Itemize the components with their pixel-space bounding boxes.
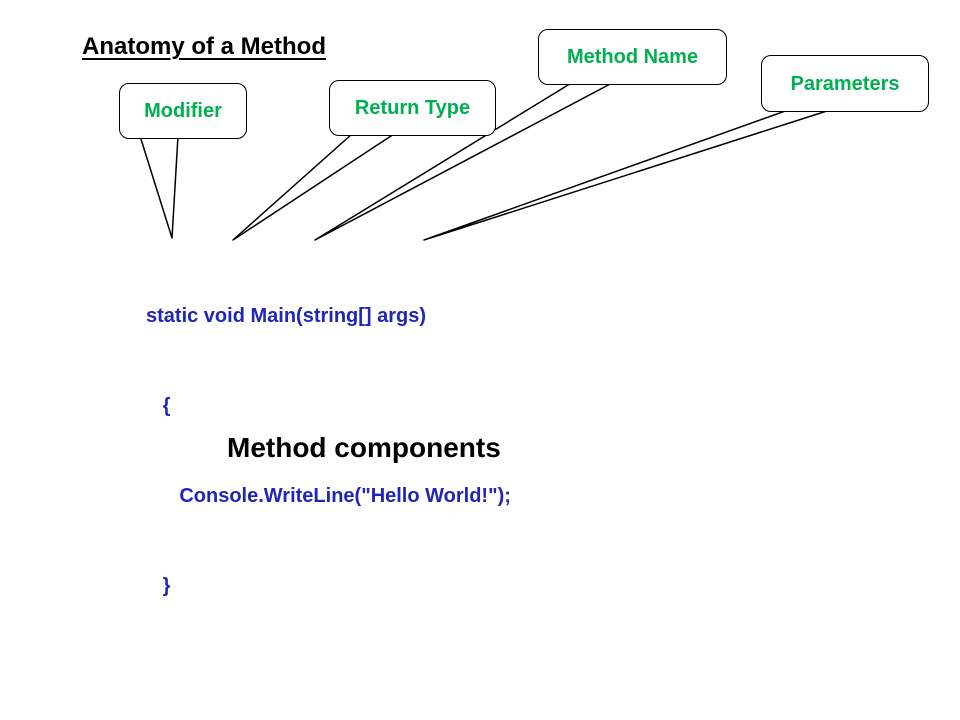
code-line-signature: static void Main(string[] args) [146,305,427,327]
parameters-callout: Parameters [761,55,929,112]
parameters-label: Parameters [790,72,900,95]
modifier-pointer [139,135,179,239]
method-name-callout: Method Name [538,29,727,85]
caption: Method components [227,432,501,463]
return-type-callout: Return Type [329,80,496,136]
return-type-pointer [232,133,395,241]
return-type-label: Return Type [354,97,471,119]
modifier-callout: Modifier [119,83,247,139]
method-name-label: Method Name [566,46,699,68]
code-line-close-brace: } [146,575,171,597]
code-line-open-brace: { [146,395,171,417]
slide-title: Anatomy of a Method [82,33,326,60]
code-block: static void Main(string[] args) { Consol… [146,241,511,661]
code-line-statement: Console.WriteLine("Hello World!"); [146,485,511,507]
modifier-label: Modifier [144,100,222,122]
